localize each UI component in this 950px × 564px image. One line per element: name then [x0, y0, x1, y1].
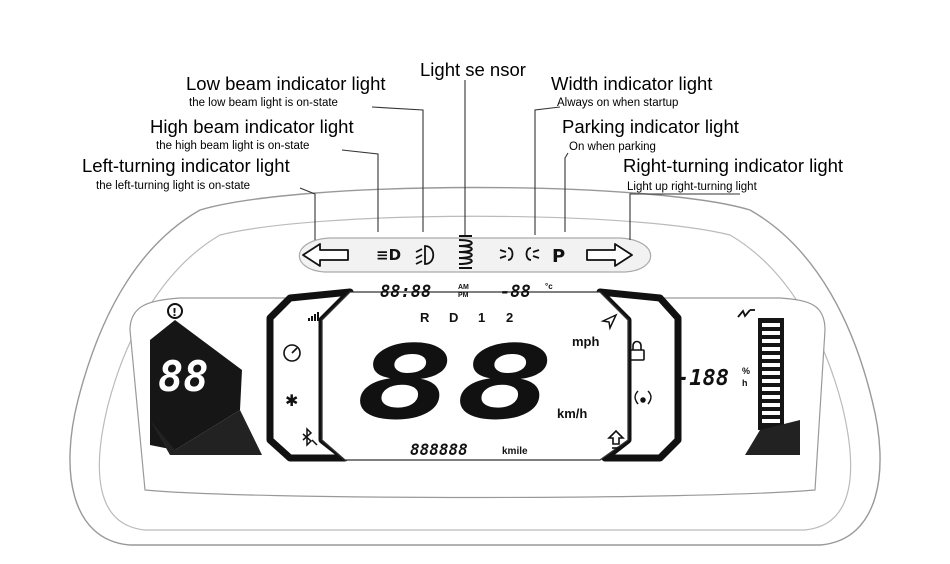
svg-text:!: ! — [172, 306, 177, 319]
parking-label: Parking indicator light — [562, 116, 739, 137]
battery-percent-readout: -188 — [676, 366, 729, 391]
gear-indicator-1: 1 — [478, 310, 485, 325]
battery-segment — [762, 387, 780, 391]
gear-indicator-2: 2 — [506, 310, 513, 325]
gear-indicator-r: R — [420, 310, 430, 325]
bluetooth-icon: ✱ — [285, 391, 298, 410]
battery-segment — [762, 411, 780, 415]
signal-strength-icon — [308, 312, 319, 321]
speed-unit-kmh: km/h — [557, 406, 587, 421]
charging-plug-icon — [737, 309, 755, 318]
battery-segment — [762, 403, 780, 407]
parking-icon: P — [552, 246, 565, 267]
lock-icon — [629, 340, 645, 361]
callout-lines — [299, 80, 740, 240]
battery-segment — [762, 347, 780, 351]
width-sublabel: Always on when startup — [557, 97, 678, 109]
battery-segment — [762, 371, 780, 375]
high-beam-label: High beam indicator light — [150, 116, 354, 137]
clock-am-label: AM — [458, 284, 469, 291]
dashboard-outer-housing — [69, 186, 881, 546]
indicator-bar — [298, 237, 652, 273]
temperature-readout: -88 — [500, 282, 531, 302]
low-beam-label: Low beam indicator light — [186, 73, 386, 94]
battery-level-bar — [758, 318, 784, 430]
width-light-icon — [499, 247, 540, 261]
bluetooth-disconnected-icon — [302, 427, 318, 447]
right-info-pod-lower — [745, 420, 800, 455]
warning-icon: ! — [167, 303, 183, 319]
battery-unit-percent: % — [742, 366, 750, 376]
right-arrow-icon — [586, 243, 633, 267]
gear-row: R D 1 2 — [420, 310, 513, 325]
battery-segment — [762, 339, 780, 343]
temperature-unit: °c — [545, 282, 553, 291]
speed-unit-mph: mph — [572, 334, 600, 349]
odometer-unit: kmile — [502, 446, 528, 457]
width-label: Width indicator light — [551, 73, 712, 94]
right-turn-sublabel: Light up right-turning light — [627, 181, 758, 193]
speed-display-frame — [321, 291, 629, 461]
clock-readout: 88:88 — [380, 282, 431, 302]
odometer-readout: 888888 — [410, 440, 468, 459]
parking-sublabel: On when parking — [569, 141, 656, 153]
low-beam-sublabel: the low beam light is on-state — [189, 97, 338, 109]
battery-segment — [762, 355, 780, 359]
light-sensor-label: Light se nsor — [420, 59, 526, 80]
battery-segment — [762, 419, 780, 423]
high-beam-sublabel: the high beam light is on-state — [156, 140, 309, 152]
high-beam-icon: ≡D — [376, 246, 401, 264]
signal-broadcast-icon — [634, 390, 652, 405]
speedometer-icon — [283, 344, 301, 362]
clock-pm-label: PM — [458, 292, 469, 299]
left-arrow-icon — [302, 243, 349, 267]
upshift-icon — [607, 429, 625, 449]
speed-readout: 88 — [355, 324, 555, 443]
right-turn-label: Right-turning indicator light — [623, 155, 843, 176]
light-sensor-icon — [458, 235, 473, 269]
battery-segment — [762, 379, 780, 383]
low-beam-icon — [415, 245, 435, 265]
battery-segment — [762, 331, 780, 335]
left-turn-label: Left-turning indicator light — [82, 155, 290, 176]
left-info-pod — [150, 320, 242, 450]
left-info-pod-lower — [150, 410, 262, 455]
battery-segment — [762, 323, 780, 327]
dashboard-inner-housing — [98, 215, 852, 531]
battery-unit-hour: h — [742, 378, 748, 388]
battery-segment — [762, 395, 780, 399]
left-pod-readout: 88 — [158, 352, 209, 401]
navigation-icon — [600, 313, 618, 331]
battery-segment — [762, 363, 780, 367]
left-turn-sublabel: the left-turning light is on-state — [96, 180, 250, 192]
gear-indicator-d: D — [449, 310, 458, 325]
